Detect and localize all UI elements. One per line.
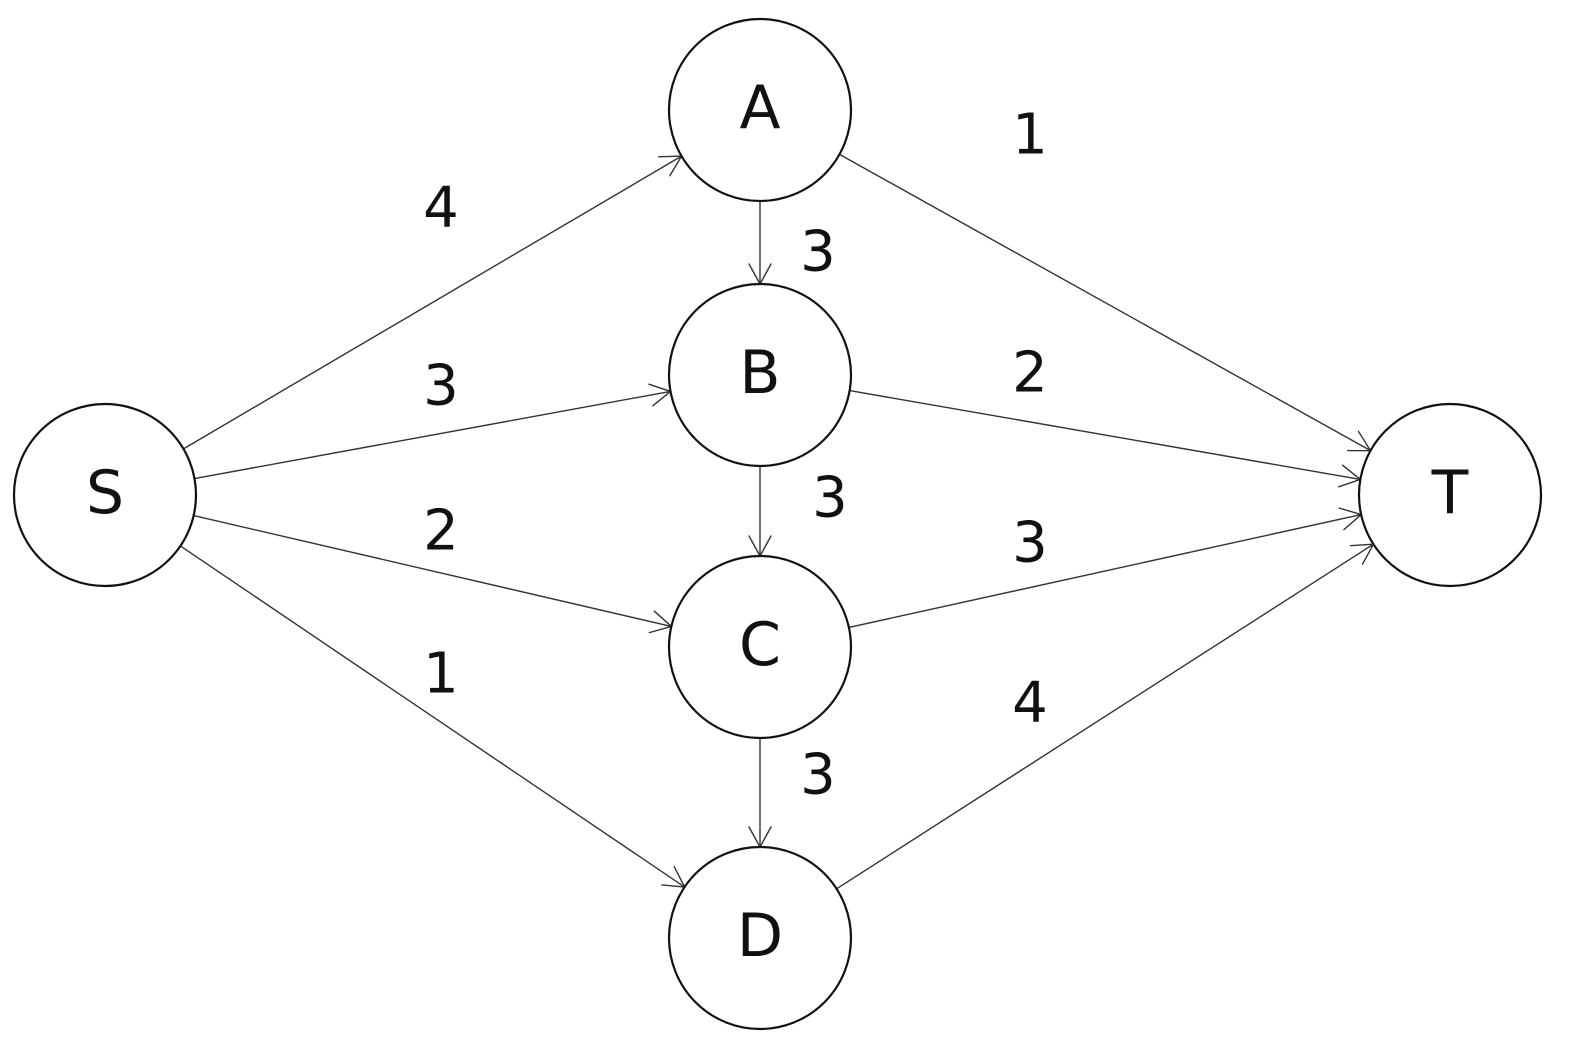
edge-c-d [748, 738, 772, 848]
arrowhead-icon [658, 155, 683, 177]
edge-line [836, 543, 1374, 890]
node-b: B [667, 282, 853, 468]
node-label: T [1431, 458, 1469, 528]
edge-weight-s-b: 3 [423, 354, 459, 419]
node-circle [667, 17, 853, 203]
weights-layer: 4 3 2 1 3 3 3 1 2 3 4 [423, 103, 1048, 808]
edge-line [179, 545, 686, 888]
edge-line [848, 513, 1362, 629]
arrowhead-icon [1347, 430, 1372, 452]
node-label: S [86, 458, 124, 528]
node-label: B [739, 338, 780, 408]
node-label: A [739, 73, 780, 143]
edge-a-b [748, 201, 772, 285]
node-label: D [737, 901, 783, 971]
edge-weight-s-d: 1 [423, 642, 459, 707]
edge-weight-s-a: 4 [423, 176, 459, 241]
edge-weight-d-t: 4 [1012, 671, 1048, 736]
node-circle [667, 554, 853, 740]
edge-line [839, 153, 1371, 452]
edge-line [193, 514, 672, 628]
edge-b-c [748, 466, 772, 557]
node-c: C [667, 554, 853, 740]
node-d: D [667, 845, 853, 1031]
node-circle [667, 845, 853, 1031]
edge-weight-b-t: 2 [1012, 341, 1048, 406]
edge-s-d [179, 545, 686, 888]
edge-weight-c-d: 3 [800, 743, 836, 808]
edge-weight-a-b: 3 [800, 220, 836, 285]
edge-weight-c-t: 3 [1012, 511, 1048, 576]
node-label: C [739, 610, 781, 680]
edge-line [194, 390, 671, 480]
node-circle [12, 402, 198, 588]
node-t: T [1357, 402, 1543, 588]
node-circle [1357, 402, 1543, 588]
node-s: S [12, 402, 198, 588]
edge-d-t [836, 543, 1375, 890]
node-circle [667, 282, 853, 468]
edge-line [183, 155, 682, 450]
edge-line [849, 389, 1361, 481]
edge-a-t [839, 153, 1372, 452]
node-a: A [667, 17, 853, 203]
edge-c-t [848, 507, 1362, 629]
edge-weight-a-t: 1 [1012, 103, 1048, 168]
edge-b-t [849, 389, 1362, 488]
nodes-layer: S A B C D T [12, 17, 1543, 1031]
edge-weight-s-c: 2 [423, 499, 459, 564]
edges-layer [179, 153, 1375, 890]
edge-weight-b-c: 3 [812, 466, 848, 531]
